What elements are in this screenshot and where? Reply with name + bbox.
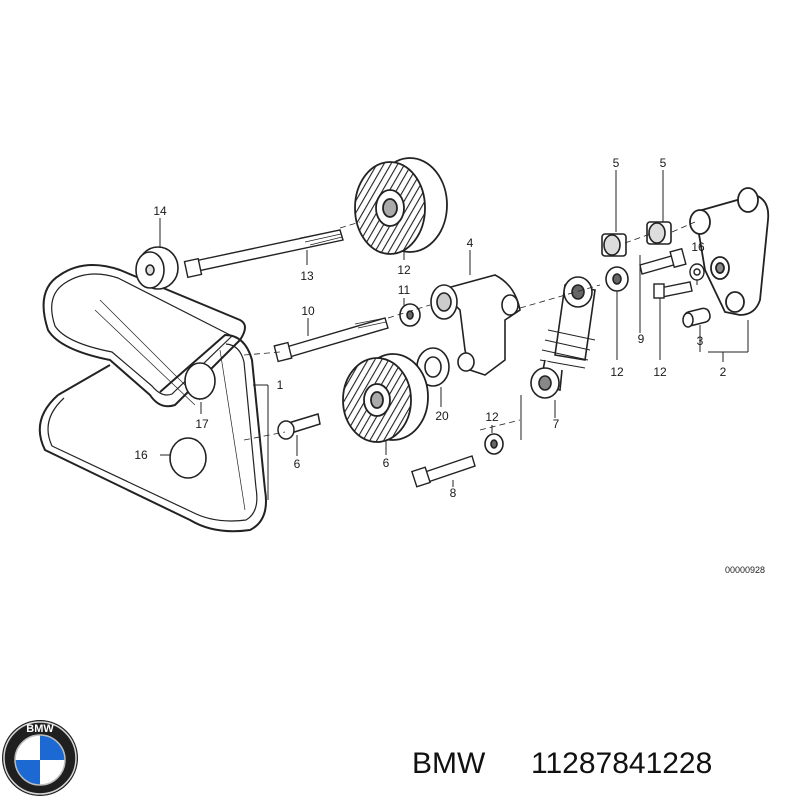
part-label-3: 3 xyxy=(697,334,704,348)
diagram-reference-number: 00000928 xyxy=(725,565,765,575)
part-label-15: 12 xyxy=(397,263,411,277)
part-label-6: 6 xyxy=(383,456,390,470)
part-label-16: 13 xyxy=(300,269,314,283)
idler-pulley-15 xyxy=(354,157,448,255)
logo-letters: BMW xyxy=(26,723,54,735)
leader-lines xyxy=(159,170,749,500)
part-label-17: 14 xyxy=(153,204,167,218)
part-label-5a: 5 xyxy=(613,156,620,170)
bolt-16 xyxy=(183,229,344,279)
part-label-13: 12 xyxy=(653,365,667,379)
bolt-10 xyxy=(410,455,476,488)
bolt-7 xyxy=(277,413,321,440)
bushing-5a xyxy=(601,233,627,257)
damper-8 xyxy=(530,276,596,399)
part-label-4: 4 xyxy=(467,236,474,250)
bolt-13 xyxy=(653,281,693,299)
part-label-7: 6 xyxy=(294,457,301,471)
washer-12a xyxy=(399,303,421,327)
part-number: 11287841228 xyxy=(531,747,712,780)
bmw-logo: BMW xyxy=(2,720,78,796)
part-label-12c: 12 xyxy=(485,410,499,424)
washer-14 xyxy=(689,263,705,281)
tensioner-arm-4 xyxy=(430,274,521,376)
brand-name: BMW xyxy=(412,747,486,780)
part-label-14: 16 xyxy=(691,240,705,254)
part-label-11: 10 xyxy=(301,304,315,318)
part-label-10: 8 xyxy=(450,486,457,500)
bolt-11 xyxy=(273,317,389,363)
cap-17 xyxy=(135,246,179,290)
axis-lines xyxy=(243,221,696,441)
pulley-18 xyxy=(169,437,207,479)
part-label-19: 17 xyxy=(195,417,209,431)
drive-belt xyxy=(38,264,267,533)
sleeve-3 xyxy=(682,307,711,328)
part-label-12a: 11 xyxy=(398,283,411,297)
bolt-9 xyxy=(639,247,687,275)
idler-pulley-6 xyxy=(342,353,429,443)
part-label-1: 1 xyxy=(277,378,284,392)
washer-12b xyxy=(605,266,629,292)
bushing-5b xyxy=(646,221,672,245)
part-label-20: 20 xyxy=(435,409,449,423)
washer-20 xyxy=(416,347,450,387)
part-label-9: 9 xyxy=(638,332,645,346)
part-label-2: 2 xyxy=(720,365,727,379)
part-label-18: 16 xyxy=(134,448,148,462)
part-labels: 14 13 12 4 5 5 16 11 10 1 17 16 6 6 20 1… xyxy=(134,156,726,500)
pulley-19 xyxy=(184,362,216,400)
washer-12c xyxy=(484,433,504,455)
part-label-8: 7 xyxy=(553,417,560,431)
bracket-2 xyxy=(689,187,770,316)
part-label-5b: 5 xyxy=(660,156,667,170)
part-label-12b: 12 xyxy=(610,365,624,379)
